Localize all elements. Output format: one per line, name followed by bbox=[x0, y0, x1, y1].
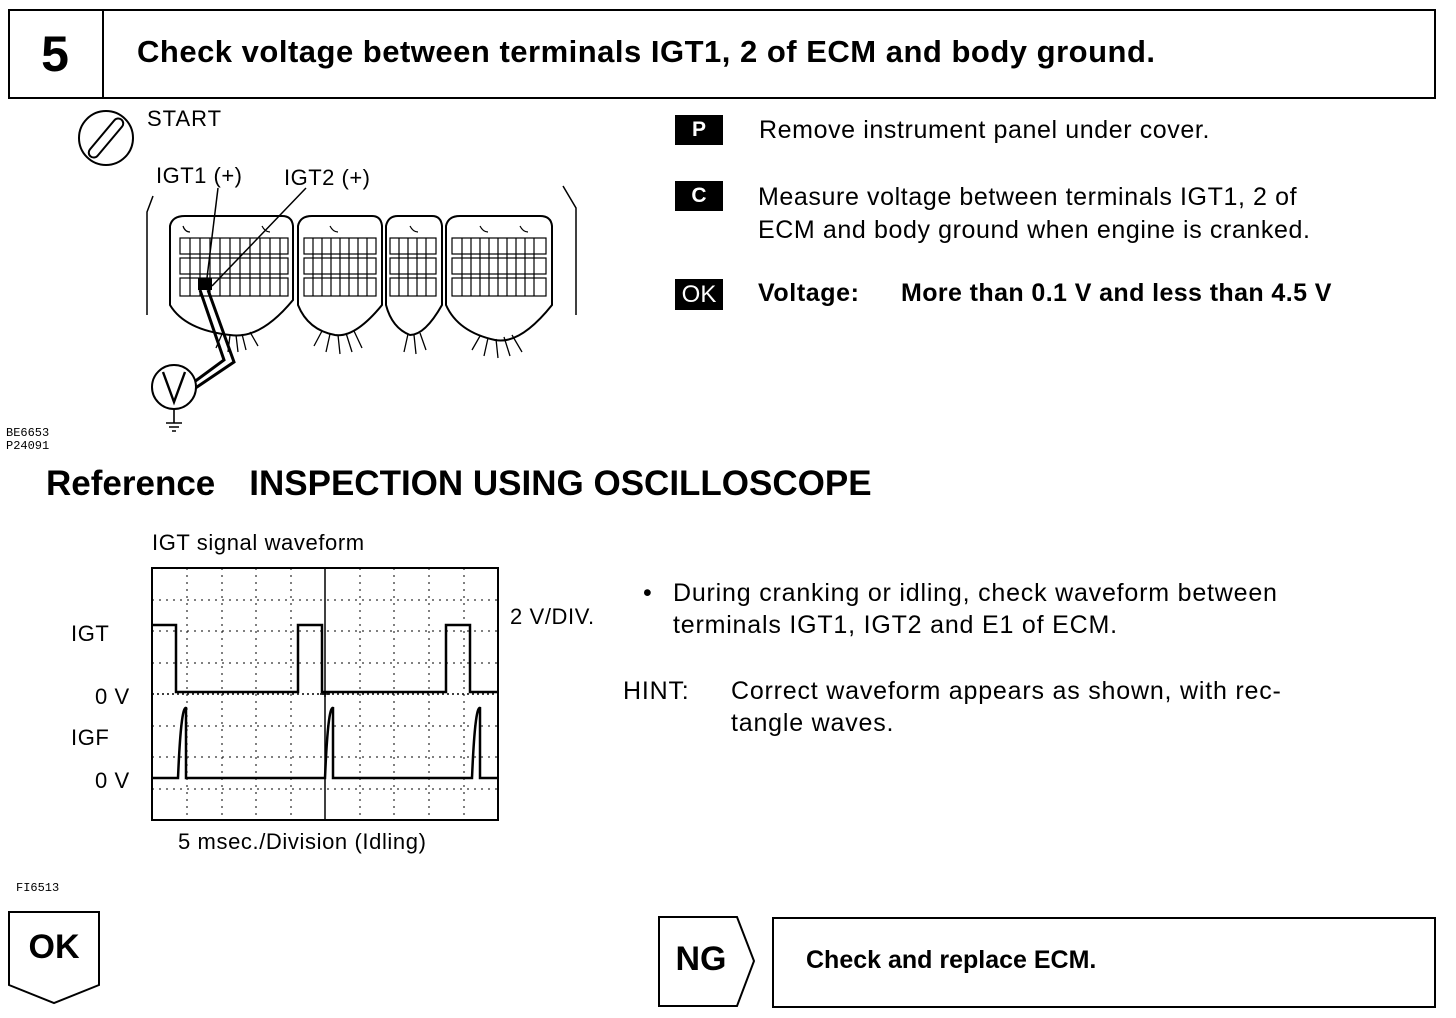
hint-line: tangle waves. bbox=[731, 709, 895, 737]
ecm-connector-diagram bbox=[78, 110, 577, 432]
start-label: START bbox=[147, 106, 223, 131]
igt2-label: IGT2 (+) bbox=[284, 165, 371, 190]
igf-label: IGF bbox=[71, 725, 110, 750]
ok-result-shape bbox=[8, 911, 100, 1005]
ecm-connectors bbox=[169, 215, 553, 342]
ng-result-label: NG bbox=[675, 940, 727, 978]
instruction-line-text: Measure voltage between terminals IGT1, … bbox=[758, 183, 1298, 211]
igt-label: IGT bbox=[71, 621, 110, 646]
bullet-icon: • bbox=[643, 579, 653, 607]
hint-note: Correct waveform appears as shown, with … bbox=[731, 675, 1421, 739]
instruction-line: Measure voltage between terminals IGT1, … bbox=[758, 181, 1438, 214]
wire-harness bbox=[215, 330, 523, 359]
instruction-line: ECM and body ground when engine is crank… bbox=[758, 216, 1311, 244]
bullet-line: During cranking or idling, check wavefor… bbox=[673, 579, 1278, 607]
figure-code: BE6653 bbox=[6, 426, 50, 440]
igt-waveform bbox=[152, 623, 498, 694]
voltmeter-icon bbox=[151, 364, 197, 432]
reference-title: Reference INSPECTION USING OSCILLOSCOPE bbox=[46, 464, 872, 504]
bullet-note: During cranking or idling, check wavefor… bbox=[673, 577, 1421, 641]
reference-prefix: Reference bbox=[46, 464, 216, 503]
connector-terminals bbox=[179, 225, 547, 297]
igf-waveform bbox=[152, 706, 498, 780]
step-number: 5 bbox=[8, 9, 104, 99]
step-header bbox=[8, 9, 1436, 99]
time-scale-label: 5 msec./Division (Idling) bbox=[178, 829, 427, 854]
ng-action-box bbox=[772, 917, 1436, 1008]
igt1-label: IGT1 (+) bbox=[156, 163, 243, 188]
instruction-text: Measure voltage between terminals IGT1, … bbox=[758, 181, 1438, 247]
badge-ok: OK bbox=[675, 279, 723, 310]
zero-volt-label: 0 V bbox=[95, 684, 130, 709]
ng-result-shape bbox=[658, 916, 756, 1007]
hint-line: Correct waveform appears as shown, with … bbox=[731, 677, 1282, 705]
hint-label: HINT: bbox=[623, 677, 690, 705]
volt-scale-label: 2 V/DIV. bbox=[510, 604, 595, 629]
zero-volt-label: 0 V bbox=[95, 768, 130, 793]
oscilloscope-waveform bbox=[151, 567, 499, 821]
bullet-line: terminals IGT1, IGT2 and E1 of ECM. bbox=[673, 611, 1118, 639]
ignition-start-icon bbox=[78, 110, 134, 166]
badge-c: C bbox=[675, 181, 723, 211]
ng-action-text: Check and replace ECM. bbox=[806, 946, 1097, 974]
instruction-text: Remove instrument panel under cover. bbox=[759, 116, 1210, 144]
figure-code: FI6513 bbox=[16, 881, 60, 895]
figure-code: P24091 bbox=[6, 439, 50, 453]
reference-heading: INSPECTION USING OSCILLOSCOPE bbox=[249, 464, 872, 503]
waveform-caption: IGT signal waveform bbox=[152, 530, 365, 555]
badge-p: P bbox=[675, 115, 723, 145]
spec-value: More than 0.1 V and less than 4.5 V bbox=[901, 279, 1332, 307]
step-title: Check voltage between terminals IGT1, 2 … bbox=[137, 34, 1156, 69]
spec-label: Voltage: bbox=[758, 279, 860, 307]
ok-result-label: OK bbox=[28, 928, 80, 966]
